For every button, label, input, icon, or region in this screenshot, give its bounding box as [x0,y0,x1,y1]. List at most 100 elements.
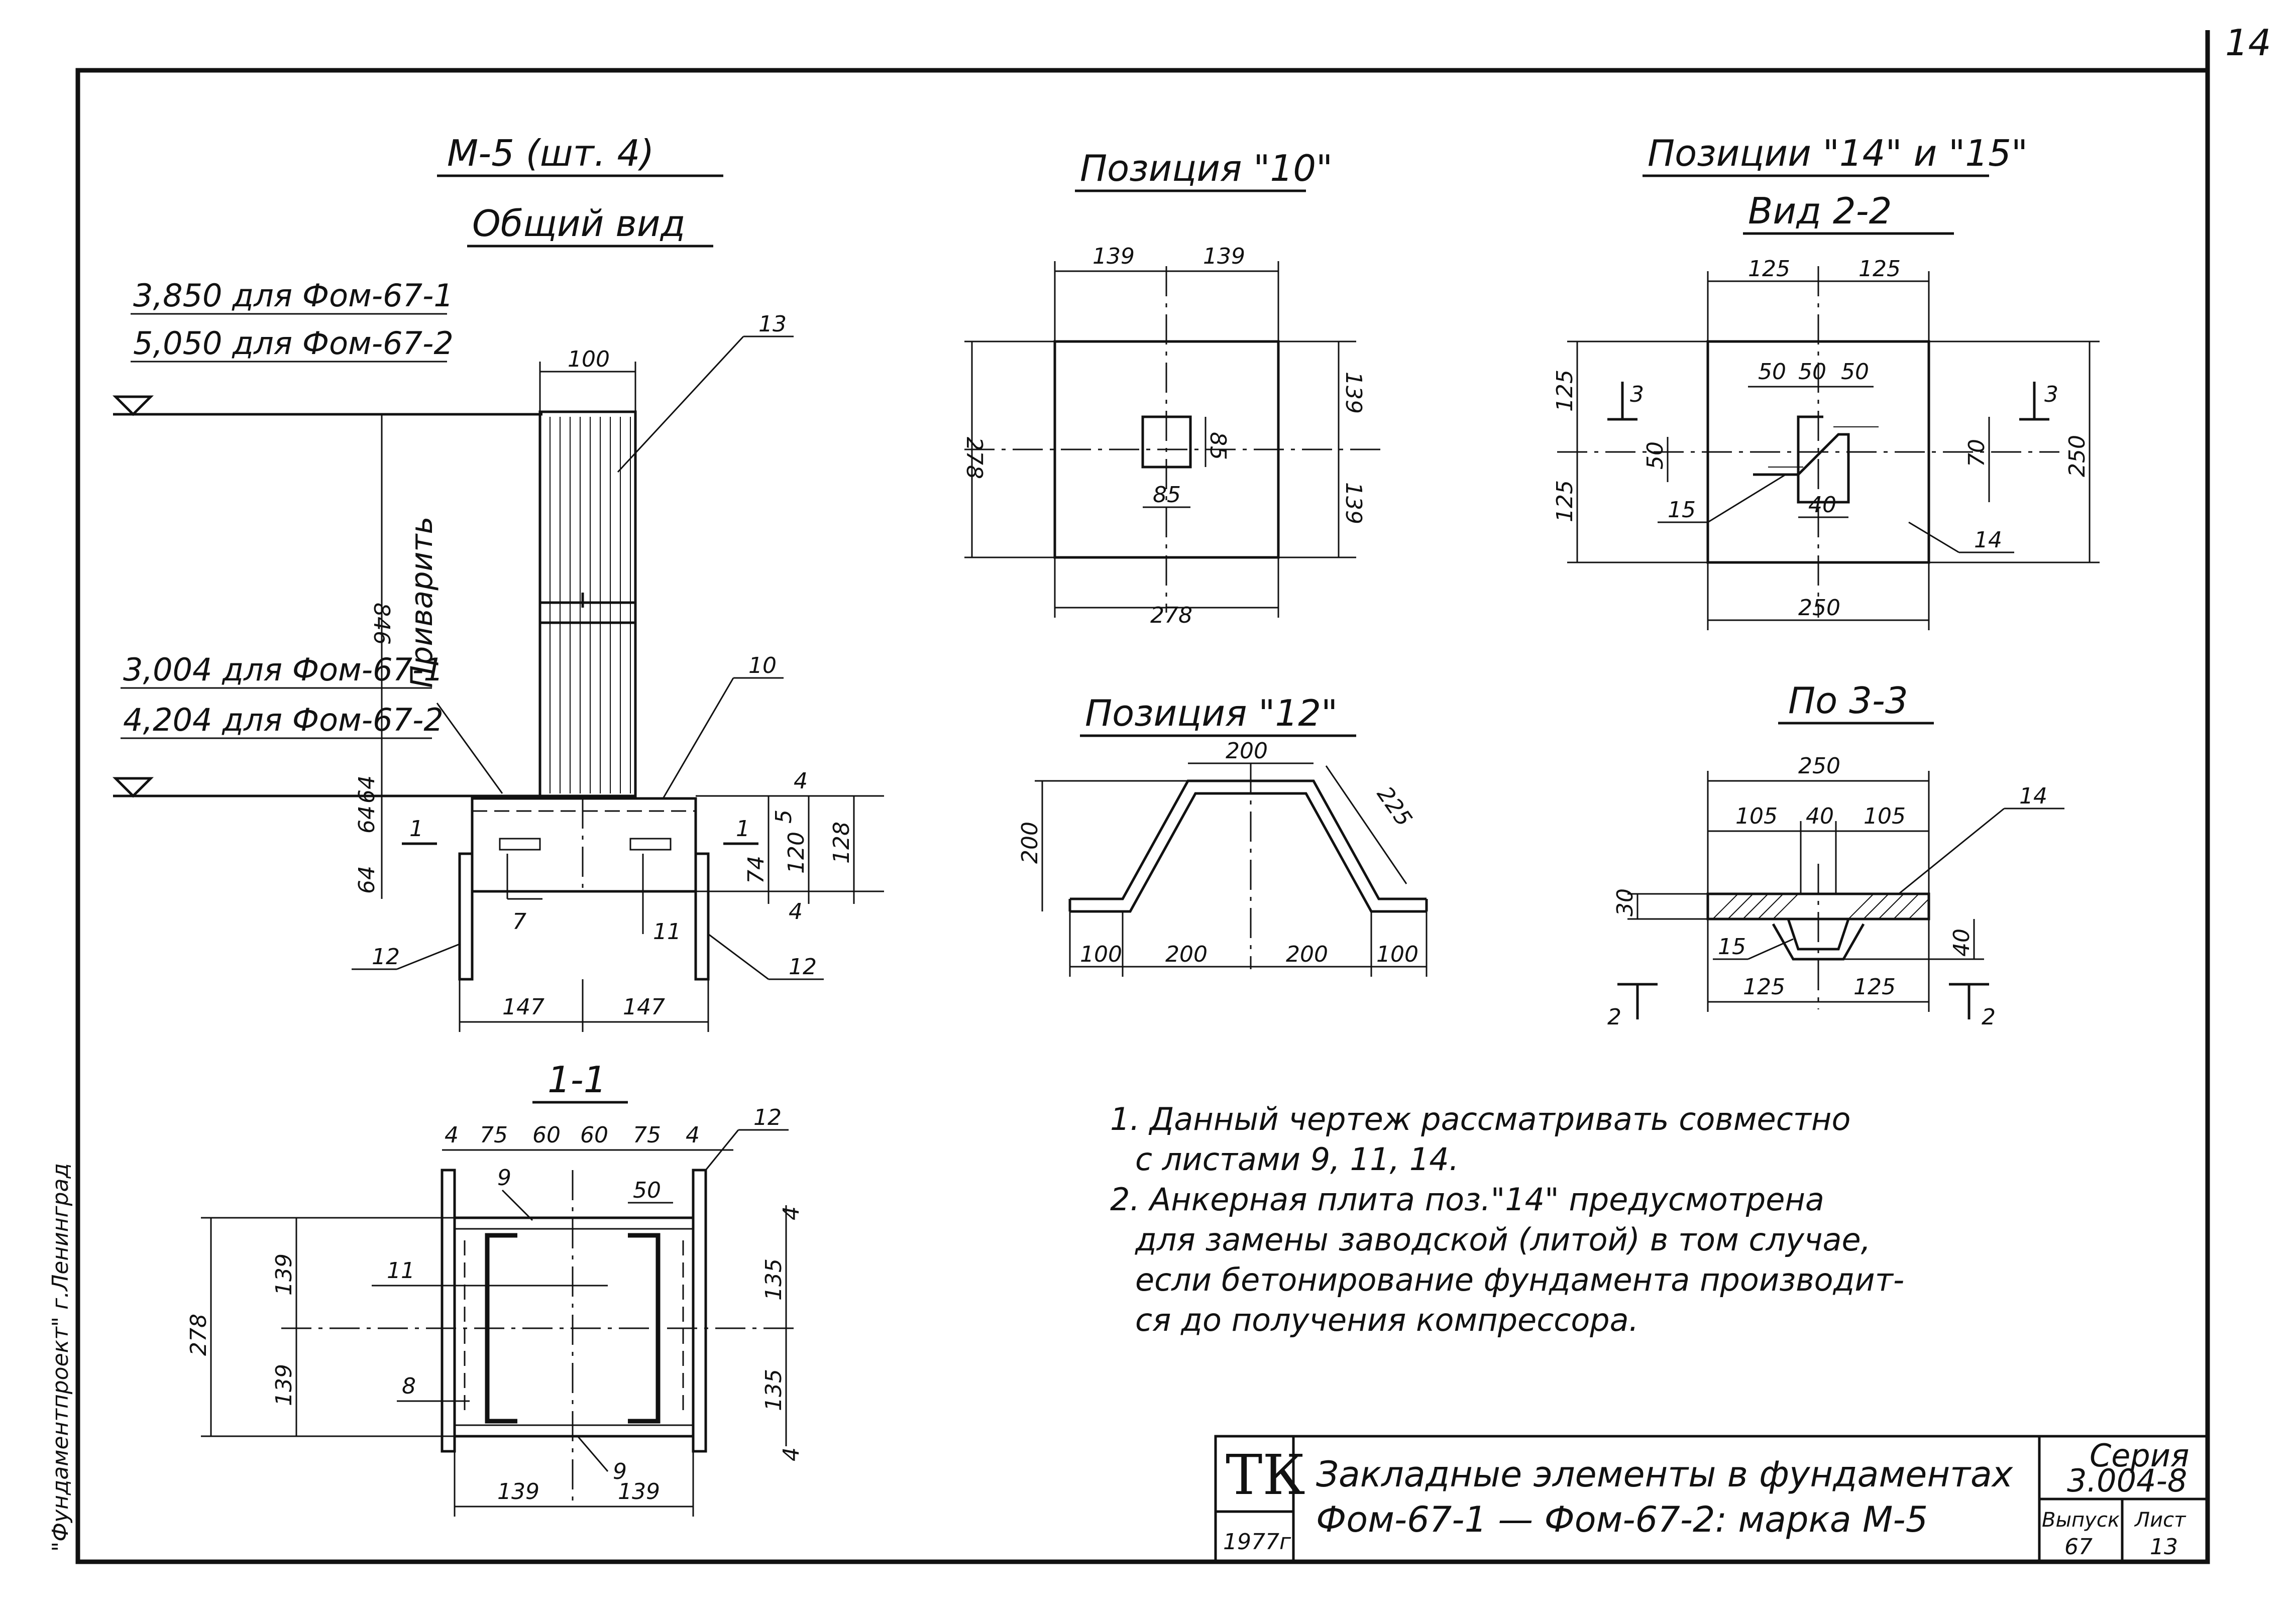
pos14-dim-125-left-b: 125 [1552,480,1578,522]
s11-top-dim-1: 4 [445,1122,459,1148]
pos14-dim-125-top-a: 125 [1748,256,1790,282]
callout-12-right: 12 [789,954,817,980]
s33-dim-125-b: 125 [1853,974,1896,1000]
positions-14-15: Позиции "14" и "15" Вид 2-2 125 125 50 5… [1552,132,2100,630]
stamp-series-label: Серия [2090,1437,2189,1474]
dim-120: 120 [784,832,809,874]
dim-147-b: 147 [623,994,665,1020]
pos12-dim-200-bottom-left: 200 [1165,942,1208,967]
pos14-callout-14: 14 [1974,527,2002,553]
s11-dim-4-top: 4 [779,1206,804,1220]
s11-dim-4-bottom: 4 [779,1447,804,1461]
pos12-dim-100-left: 100 [1080,942,1122,967]
s11-top-dim-5: 75 [633,1122,661,1148]
pos10-dim-278-horizontal: 278 [1150,603,1192,628]
s11-dim-135-a: 135 [761,1258,787,1301]
stamp-series-value: 3.004-8 [2067,1462,2187,1499]
s33-section-2-left: 2 [1607,1004,1621,1030]
s33-dim-40: 40 [1806,803,1834,829]
pos14-title: Позиции "14" и "15" [1648,132,2028,174]
s11-dim-139-a: 139 [271,1253,297,1296]
s11-top-dim-4: 60 [580,1122,608,1148]
pos10-dim-139-top-a: 139 [1092,244,1135,269]
note-line-1: 1. Данный чертеж рассматривать совместно [1110,1101,1850,1137]
pos14-callout-15: 15 [1668,497,1696,523]
section-1-left: 1 [409,816,423,842]
pos14-dim-125-top-b: 125 [1858,256,1901,282]
s33-callout-15: 15 [1718,934,1746,960]
callout-11: 11 [653,919,681,945]
note-line-6: ся до получения компрессора. [1135,1302,1638,1338]
pos10-title: Позиция "10" [1080,147,1333,189]
position-10: Позиция "10" 139 139 278 139 139 85 85 2… [961,147,1386,628]
pos14-dim-40: 40 [1808,492,1836,518]
pos12-dim-200-vertical: 200 [1017,822,1043,864]
pos12-dim-100-right: 100 [1376,942,1418,967]
general-view-subtitle: Общий вид [472,202,685,245]
pos14-subtitle: Вид 2-2 [1748,190,1892,232]
level-top-2: 5,050 для Фом-67-2 [133,325,454,362]
note-line-4: для замены заводской (литой) в том случа… [1135,1221,1871,1258]
position-12: Позиция "12" 200 225 200 100 200 200 100 [1017,692,1428,977]
s33-dim-250: 250 [1798,753,1840,779]
pos14-dim-50-b: 50 [1798,359,1826,385]
dim-846: 846 [369,603,394,645]
note-line-3: 2. Анкерная плита поз."14" предусмотрена [1110,1181,1824,1218]
sheet-number: 14 [2225,22,2271,64]
pos14-dim-50-vertical: 50 [1643,441,1668,470]
pos14-dim-250-vertical: 250 [2064,435,2090,477]
pos14-dim-50-a: 50 [1758,359,1786,385]
s33-title: По 3-3 [1788,679,1908,722]
section-1-1-title: 1-1 [548,1059,607,1101]
s11-callout-12: 12 [753,1105,782,1130]
s33-section-2-right: 2 [1982,1004,1996,1030]
pos10-dim-85-horizontal: 85 [1153,482,1181,508]
dim-100: 100 [568,347,610,372]
s11-dim-139-b: 139 [271,1364,297,1406]
section-1-right: 1 [736,816,750,842]
pos12-dim-200-bottom-right: 200 [1286,942,1328,967]
s11-dim-278: 278 [186,1314,211,1356]
pos12-title: Позиция "12" [1085,692,1338,734]
level-top-1: 3,850 для Фом-67-1 [133,277,454,314]
dim-64-c: 64 [354,866,380,894]
dim-5: 5 [771,810,797,824]
dim-4-bottom: 4 [789,899,803,925]
pos10-dim-139-top-b: 139 [1203,244,1245,269]
general-view-title: М-5 (шт. 4) [447,132,654,174]
note-line-5: если бетонирование фундамента производит… [1135,1261,1904,1298]
dim-4-top: 4 [794,768,808,794]
dim-128: 128 [829,822,854,864]
s11-callout-11: 11 [387,1258,415,1284]
stamp-issue-label: Выпуск [2042,1509,2120,1532]
pos10-dim-139-right-b: 139 [1341,482,1366,524]
dim-64-b: 64 [354,805,380,834]
stamp-org: ТК [1226,1443,1305,1507]
section-3-3: По 3-3 250 105 40 105 30 4 [1607,679,2064,1030]
dim-64-a: 64 [354,775,380,803]
section-1-1: 1-1 4 75 60 60 75 4 50 9 9 11 8 [186,1059,804,1517]
sheet-frame: 14 "Фундаментпроект" г.Ленинград [48,22,2271,1564]
stamp-title-line-2: Фом-67-1 — Фом-67-2: марка М-5 [1316,1499,1928,1540]
s11-top-dim-2: 75 [480,1122,508,1148]
callout-10: 10 [748,653,777,678]
s11-top-dim-6: 4 [686,1122,700,1148]
pos14-section-3-left: 3 [1630,382,1644,407]
title-block: ТК 1977г Закладные элементы в фундамента… [1214,1435,2209,1563]
s11-top-dim-3: 60 [532,1122,561,1148]
pos14-dim-250-horizontal: 250 [1798,595,1840,621]
s33-dim-125-a: 125 [1743,974,1785,1000]
notes: 1. Данный чертеж рассматривать совместно… [1110,1101,1904,1338]
pos14-dim-125-left-a: 125 [1552,370,1578,412]
pos14-section-3-right: 3 [2044,382,2058,407]
s11-dim-139-bottom-b: 139 [618,1479,660,1505]
stamp-sheet-label: Лист [2134,1509,2186,1532]
dim-147-a: 147 [502,994,544,1020]
callout-7: 7 [512,909,526,935]
s11-dim-135-b: 135 [761,1369,787,1411]
note-line-2: с листами 9, 11, 14. [1135,1141,1459,1178]
stamp-sheet-value: 13 [2150,1534,2178,1560]
s11-callout-8: 8 [402,1373,416,1399]
s11-callout-9-top: 9 [497,1165,511,1191]
